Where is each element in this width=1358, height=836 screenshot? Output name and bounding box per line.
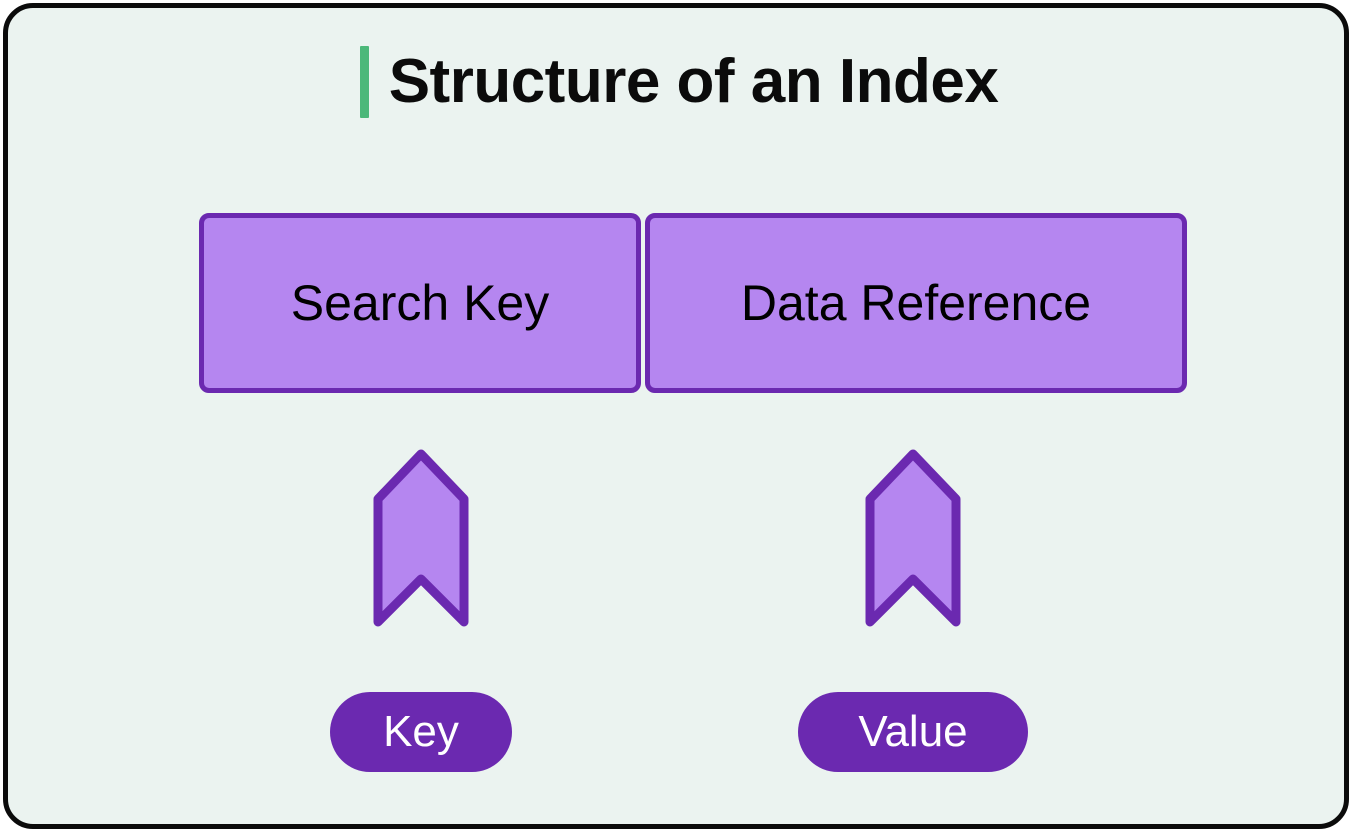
- pill-value-label: Value: [858, 707, 968, 756]
- bookmark-icon-left: [373, 449, 469, 627]
- bookmark-icon-right: [865, 449, 961, 627]
- cell-search-key[interactable]: Search Key: [199, 213, 641, 393]
- index-record: Search Key Data Reference: [199, 213, 1187, 393]
- pill-key[interactable]: Key: [330, 692, 512, 772]
- slide-frame: [3, 3, 1349, 829]
- cell-search-key-label: Search Key: [290, 275, 550, 331]
- pill-key-label: Key: [383, 707, 459, 756]
- title-accent-bar: [359, 46, 369, 118]
- pill-value[interactable]: Value: [798, 692, 1028, 772]
- page-title: Structure of an Index: [0, 42, 1358, 122]
- title-text: Structure of an Index: [388, 47, 999, 116]
- cell-data-reference[interactable]: Data Reference: [645, 213, 1187, 393]
- cell-data-reference-label: Data Reference: [740, 275, 1092, 331]
